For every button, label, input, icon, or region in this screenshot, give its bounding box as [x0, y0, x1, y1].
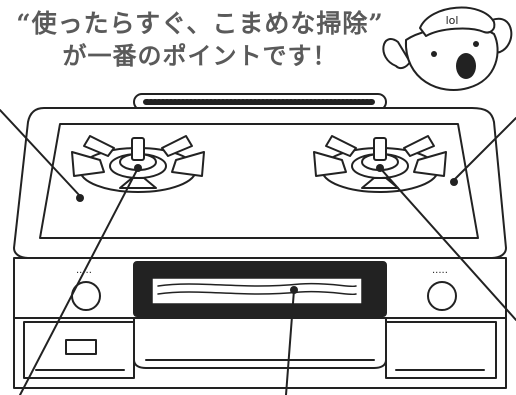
- cooktop-surface: [13, 107, 507, 259]
- callout-right-burner: [379, 167, 516, 321]
- caption-line-2: が一番のポイントです！: [62, 41, 338, 70]
- right-knob-dots: ·····: [432, 268, 448, 279]
- mascot-cap-text: lol: [446, 14, 459, 27]
- callout-lines: [0, 109, 516, 395]
- caption-line-1: “使ったらすぐ、こまめな掃除”: [16, 9, 384, 38]
- back-vent: [133, 93, 387, 111]
- callout-top-right: [453, 117, 516, 181]
- left-burner: [71, 135, 205, 193]
- koala-mascot-icon: lol: [382, 6, 513, 91]
- right-knob-icon[interactable]: [427, 281, 457, 311]
- caption: “使ったらすぐ、こまめな掃除” が一番のポイントです！: [0, 8, 400, 72]
- callout-left-burner: [19, 167, 139, 395]
- stove-front-panel: [13, 257, 507, 389]
- callout-grill: [285, 289, 295, 395]
- callout-top-left: [0, 109, 81, 197]
